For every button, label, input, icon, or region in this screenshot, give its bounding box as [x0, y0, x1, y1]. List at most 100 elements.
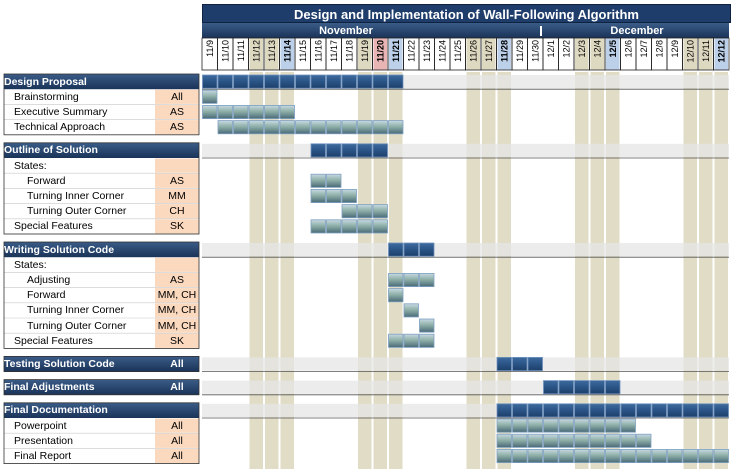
date-label: 11/14	[282, 40, 292, 62]
date-label: 11/19	[360, 40, 370, 62]
section-bar-cell	[543, 403, 559, 418]
task-bar-cell	[295, 120, 311, 135]
task-bar-cell	[543, 418, 559, 433]
date-label: 11/22	[406, 40, 416, 62]
task-bar-cell	[543, 448, 559, 463]
assignee-cell	[155, 188, 199, 204]
assignee-cell	[155, 158, 199, 173]
task-bar-cell	[651, 448, 667, 463]
section-outline	[3, 379, 200, 396]
section-header	[4, 242, 199, 258]
section-bar-cell	[326, 74, 342, 89]
task-bar-cell	[279, 105, 295, 120]
section-bar-cell	[543, 380, 559, 395]
task-bar-cell	[202, 89, 218, 104]
task-bar-cell	[388, 272, 404, 287]
section-bar-cell	[682, 403, 698, 418]
task-bar-cell	[264, 120, 280, 135]
task-bar-cell	[527, 433, 543, 448]
weekend-column-header	[265, 38, 279, 70]
task-bar-cell	[682, 448, 698, 463]
date-label: 11/21	[391, 40, 401, 62]
task-bar-cell	[310, 219, 326, 234]
date-label: 11/28	[499, 40, 509, 62]
assignee-cell	[155, 318, 199, 333]
section-header	[4, 142, 199, 158]
task-bar-cell	[326, 120, 342, 135]
date-label: 11/16	[313, 40, 323, 62]
assignee-cell	[155, 272, 199, 288]
section-header	[4, 379, 199, 395]
task-bar-cell	[388, 333, 404, 348]
task-bar-cell	[372, 120, 388, 135]
task-bar-cell	[388, 288, 404, 303]
date-label: 12/12	[716, 40, 726, 63]
date-label: 11/9	[205, 40, 215, 57]
task-bar-cell	[341, 188, 357, 203]
weekend-column-header	[249, 38, 263, 70]
section-header	[4, 356, 199, 372]
task-bar-cell	[341, 219, 357, 234]
task-bar-cell	[620, 418, 636, 433]
section-bar-cell	[403, 242, 419, 257]
task-bar-cell	[248, 105, 264, 120]
assignee-cell	[155, 257, 199, 272]
weekend-column-header	[482, 38, 496, 70]
section-outline	[3, 402, 200, 464]
milestone-column-header	[497, 38, 511, 70]
weekend-column-header	[466, 38, 480, 70]
date-label: 12/4	[592, 40, 602, 58]
assignee-cell	[155, 303, 199, 318]
section-bar-cell	[605, 403, 621, 418]
section-bar-cell	[295, 74, 311, 89]
task-bar-cell	[419, 272, 435, 287]
task-bar-cell	[326, 219, 342, 234]
task-bar-cell	[605, 433, 621, 448]
assignee-cell	[155, 204, 199, 219]
date-label: 11/27	[484, 40, 494, 62]
assignee-cell	[155, 333, 199, 348]
task-bar-cell	[233, 120, 249, 135]
task-bar-cell	[202, 105, 218, 120]
task-bar-cell	[388, 120, 404, 135]
section-outline	[3, 73, 200, 136]
task-bar-cell	[636, 433, 652, 448]
section-bar-cell	[698, 403, 714, 418]
date-label: 11/11	[236, 40, 246, 61]
task-bar-cell	[279, 120, 295, 135]
assignee-cell	[155, 89, 199, 104]
task-bar-cell	[496, 433, 512, 448]
section-bar-cell	[248, 74, 264, 89]
task-bar-cell	[667, 448, 683, 463]
section-outline	[3, 355, 200, 372]
task-bar-cell	[558, 448, 574, 463]
task-bar-cell	[620, 433, 636, 448]
task-bar-cell	[496, 448, 512, 463]
date-label: 11/23	[422, 40, 432, 62]
date-label: 11/12	[251, 40, 261, 62]
milestone-column-header	[714, 38, 728, 70]
task-bar-cell	[403, 333, 419, 348]
date-label: 12/1	[546, 40, 556, 58]
task-bar-cell	[574, 418, 590, 433]
section-row-bg	[202, 143, 729, 157]
task-bar-cell	[558, 433, 574, 448]
date-label: 11/20	[375, 40, 385, 62]
task-bar-cell	[605, 418, 621, 433]
section-bar-cell	[527, 403, 543, 418]
assignee-cell	[155, 173, 199, 188]
date-label: 12/10	[685, 40, 695, 63]
section-bar-cell	[558, 380, 574, 395]
task-bar-cell	[233, 105, 249, 120]
month-header-band	[202, 23, 729, 38]
today-column-header	[373, 38, 387, 70]
section-row-bg	[202, 243, 729, 257]
weekend-column-header	[358, 38, 372, 70]
section-bar-cell	[574, 403, 590, 418]
section-bar-cell	[419, 242, 435, 257]
section-bar-cell	[558, 403, 574, 418]
milestone-column-header	[606, 38, 620, 70]
task-bar-cell	[512, 448, 528, 463]
section-bar-cell	[512, 403, 528, 418]
section-bar-cell	[512, 356, 528, 371]
